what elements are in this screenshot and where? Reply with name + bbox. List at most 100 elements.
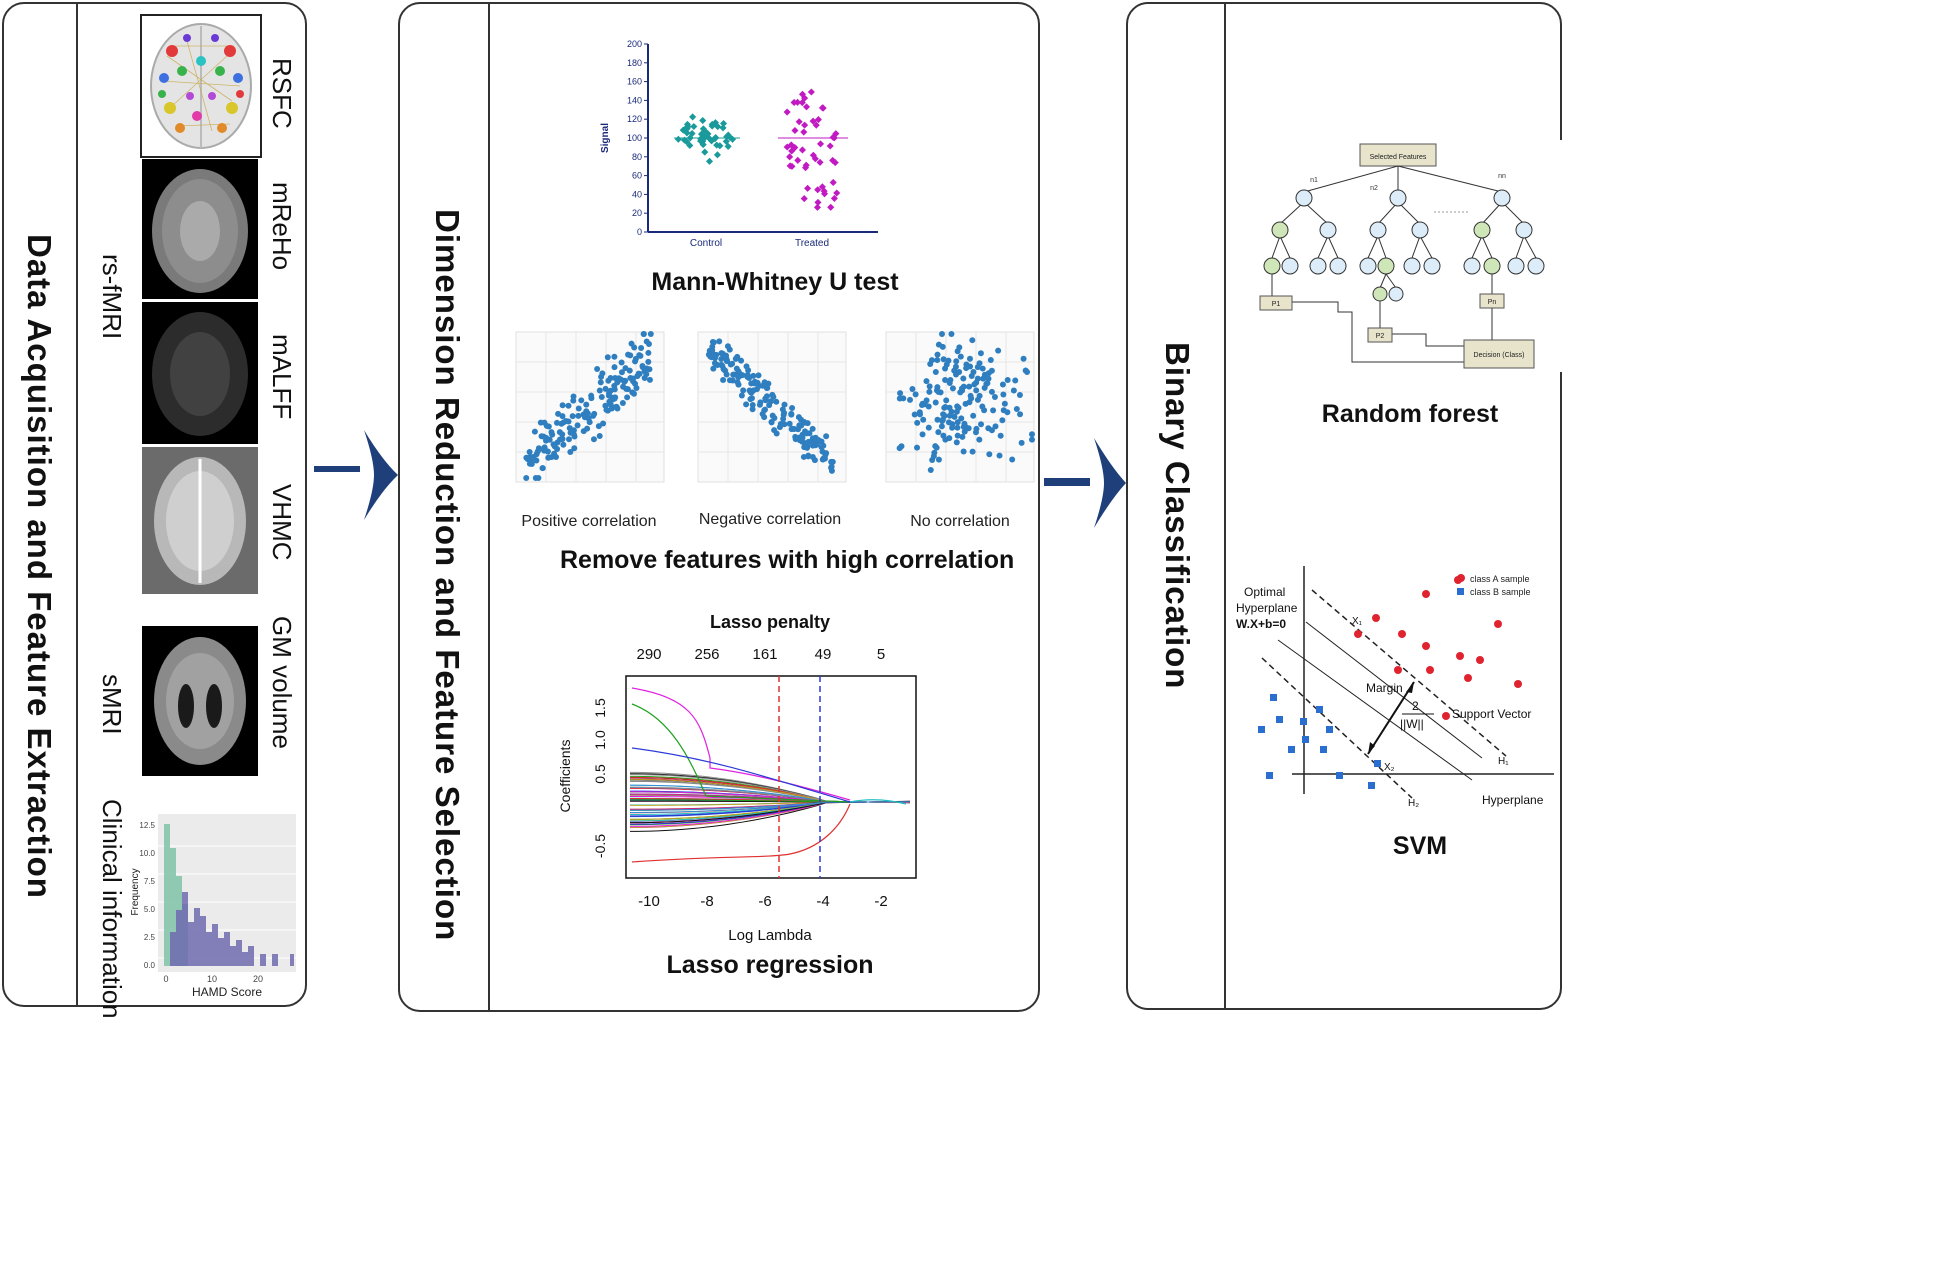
lasso-ytick: 1.5 xyxy=(592,698,608,718)
corr-point xyxy=(945,419,952,426)
corr-point xyxy=(798,416,805,423)
corr-point xyxy=(985,375,992,382)
corr-point xyxy=(646,376,653,383)
corr-point xyxy=(1024,369,1031,376)
hamd-histogram: 0.0 2.5 5.0 7.5 10.0 12.5 0 10 20 HAMD S… xyxy=(130,812,300,1000)
rf-decision-label: Decision (Class) xyxy=(1474,352,1525,359)
corr-point xyxy=(771,427,778,434)
corr-point xyxy=(949,385,956,392)
corr-point xyxy=(920,416,927,423)
corr-point xyxy=(771,414,778,421)
corr-point xyxy=(999,417,1006,424)
corr-point xyxy=(809,454,816,461)
corr-point xyxy=(619,400,626,407)
mann-whitney-caption: Mann-Whitney U test xyxy=(651,268,899,296)
corr-point xyxy=(986,451,993,458)
hist-xtick: 20 xyxy=(253,974,263,984)
mw-ytick: 140 xyxy=(627,95,642,105)
corr-point xyxy=(939,417,946,424)
mw-control-point xyxy=(724,131,732,139)
corr-point xyxy=(618,359,625,366)
corr-point xyxy=(570,427,577,434)
corr-label-negative: Negative correlation xyxy=(699,511,841,528)
corr-point xyxy=(738,357,745,364)
corr-point xyxy=(828,458,835,465)
corr-point xyxy=(612,394,619,401)
corr-point xyxy=(941,412,948,419)
random-forest-diagram: Selected Features xyxy=(1256,140,1568,372)
svm-support-vector-label: Support Vector xyxy=(1452,707,1531,721)
corr-point xyxy=(948,408,955,415)
corr-point xyxy=(638,345,645,352)
corr-point xyxy=(546,436,553,443)
corr-point xyxy=(935,388,942,395)
corr-point xyxy=(591,410,598,417)
svm-caption: SVM xyxy=(1392,832,1448,860)
corr-point xyxy=(966,355,973,362)
hist-ytick: 12.5 xyxy=(139,821,155,830)
mw-treated-point xyxy=(826,142,834,150)
gm-volume-brain-image xyxy=(142,626,258,776)
corr-point xyxy=(745,367,752,374)
corr-point xyxy=(948,331,955,337)
corr-point xyxy=(952,363,959,370)
rf-leaf-label: Pn xyxy=(1488,299,1497,306)
mw-ytick: 160 xyxy=(627,77,642,87)
corr-point xyxy=(553,453,560,460)
corr-point xyxy=(955,404,962,411)
corr-point xyxy=(732,355,739,362)
corr-point xyxy=(578,397,585,404)
mw-control-point xyxy=(679,126,687,134)
hist-xlabel: HAMD Score xyxy=(192,985,262,999)
corr-point xyxy=(979,365,986,372)
svm-h1-label: H₁ xyxy=(1498,756,1509,767)
corr-point xyxy=(763,393,770,400)
svm-margin-label: Margin xyxy=(1366,681,1403,695)
corr-point xyxy=(923,378,930,385)
corr-point xyxy=(718,355,725,362)
corr-point xyxy=(963,424,970,431)
corr-point xyxy=(789,404,796,411)
corr-point xyxy=(606,390,613,397)
corr-point xyxy=(912,391,919,398)
mw-treated-point xyxy=(783,108,791,116)
corr-point xyxy=(743,401,750,408)
corr-point xyxy=(957,353,964,360)
corr-point xyxy=(594,366,601,373)
malff-brain-image xyxy=(142,302,258,444)
corr-point xyxy=(545,454,552,461)
mw-treated-point xyxy=(832,130,840,138)
svm-diagram: class A sample class B sample Optimal Hy… xyxy=(1228,560,1562,810)
clinical-information-label: Clinical information xyxy=(97,799,127,1019)
corr-point xyxy=(958,415,965,422)
corr-point xyxy=(991,393,998,400)
lasso-ytick: 0.5 xyxy=(592,764,608,784)
mw-ytick: 20 xyxy=(632,208,642,218)
mw-ytick: 0 xyxy=(637,227,642,237)
corr-point xyxy=(555,410,562,417)
corr-point xyxy=(645,358,652,365)
corr-point xyxy=(596,432,603,439)
corr-point xyxy=(646,366,653,373)
mw-control-point xyxy=(689,113,697,121)
mw-treated-point xyxy=(814,198,822,206)
mw-control-point xyxy=(713,151,721,159)
corr-point xyxy=(971,381,978,388)
mw-treated-point xyxy=(786,153,794,161)
corr-point xyxy=(970,369,977,376)
corr-point xyxy=(636,352,643,359)
svm-legend-a: class A sample xyxy=(1470,574,1530,584)
corr-point xyxy=(571,445,578,452)
lasso-xtick: -8 xyxy=(700,893,713,910)
corr-point xyxy=(928,357,935,364)
corr-point xyxy=(613,403,620,410)
corr-point xyxy=(951,413,958,420)
corr-point xyxy=(788,411,795,418)
mw-treated-point xyxy=(814,186,822,194)
corr-point xyxy=(984,380,991,387)
mw-ytick: 100 xyxy=(627,133,642,143)
corr-point xyxy=(976,436,983,443)
corr-point xyxy=(786,420,793,427)
mw-group-treated: Treated xyxy=(795,238,829,249)
